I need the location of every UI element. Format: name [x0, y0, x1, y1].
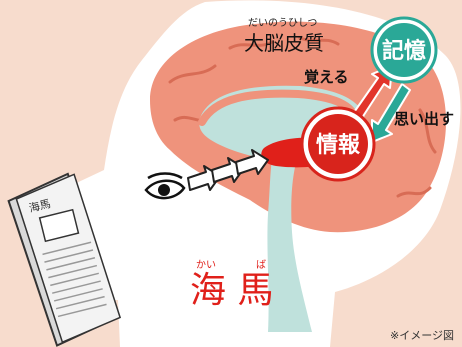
info-badge: 情報 [300, 106, 376, 182]
cortex-ruby: だいのうひしつ [248, 17, 317, 29]
hippo-ruby-1: かい [196, 259, 216, 271]
hippo-ruby-2: ば [256, 259, 266, 271]
cortex-label: 大脳皮質 [244, 31, 324, 55]
info-label: 情報 [316, 132, 361, 158]
memory-badge: 記憶 [370, 16, 438, 84]
remember-label: 覚える [304, 68, 349, 86]
recall-label: 思い出す [394, 110, 454, 128]
memory-label: 記憶 [382, 38, 426, 64]
image-note: ※イメージ図 [390, 329, 454, 342]
hippocampus-label: 海 馬 [190, 270, 273, 311]
eye-icon [144, 172, 186, 200]
arrow-chain-icon [187, 149, 269, 191]
recall-arrow [371, 83, 411, 143]
book-spine-label: 海馬 [27, 196, 52, 215]
cortex-folds [168, 36, 437, 198]
book-icon: 海馬 [7, 172, 122, 347]
